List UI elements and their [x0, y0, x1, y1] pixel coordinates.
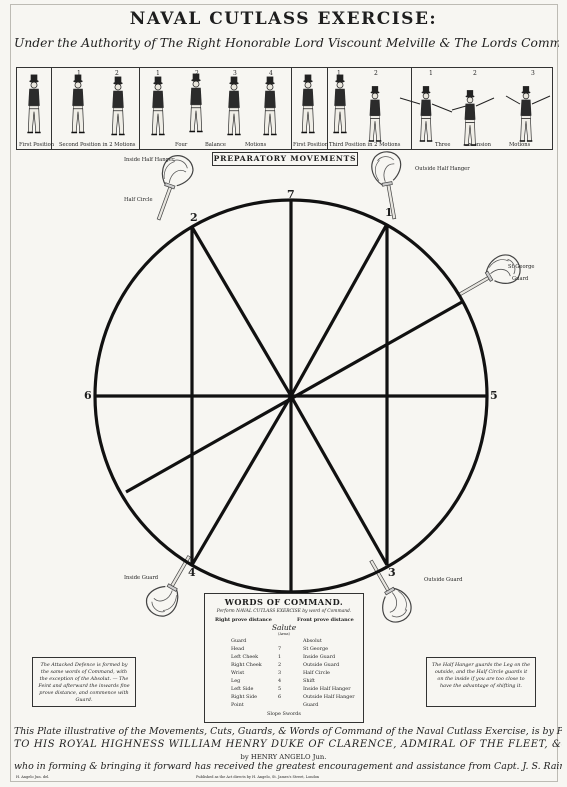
imprint-center: Published as the Act directs by H. Angel…: [196, 775, 319, 779]
figure-sailor: [189, 74, 202, 132]
cut-line-2-to-centre: [192, 227, 291, 396]
command-right: St George: [303, 646, 328, 652]
figure-sailor-lunge: [400, 86, 452, 141]
slope-swords: Slope Swords: [205, 711, 363, 717]
command-right: Inside Guard: [303, 654, 335, 660]
note-left: The Attacked Defence is formed by the sa…: [32, 657, 136, 707]
cut-number-4: 4: [188, 566, 196, 579]
command-num: 6: [278, 694, 281, 700]
note-right: The Half Hanger guards the Leg on the ou…: [426, 657, 536, 707]
command-right: Half Circle: [303, 670, 330, 676]
figure-sailor: [151, 77, 164, 135]
cut-line-3-to-centre: [291, 396, 387, 565]
command-num: 4: [278, 678, 281, 684]
command-right: Outside Guard: [303, 662, 339, 668]
words-of-command-subtitle: Perform NAVAL CUTLASS EXERCISE by word o…: [205, 609, 363, 614]
figure-sailor-lunge: [506, 86, 550, 141]
command-right: Outside Half Hanger: [303, 694, 355, 700]
command-left: Left Side: [231, 686, 253, 692]
imprint-left: H. Angelo Jun. del.: [16, 775, 49, 779]
figure-sailor: [71, 75, 84, 133]
command-right: Absolut: [303, 638, 322, 644]
cut-circle: [95, 200, 487, 592]
cut-number-7: 7: [287, 188, 295, 201]
figure-sailor: [27, 75, 40, 133]
command-right: Guard: [303, 702, 318, 708]
cut-line-4-to-centre: [192, 396, 291, 565]
figure-sailor: [111, 77, 124, 135]
dedication-line-2: TO HIS ROYAL HIGHNESS WILLIAM HENRY DUKE…: [14, 739, 562, 750]
label-inside-half-hanger: Inside Half Hanger: [124, 157, 174, 163]
label-outside-half-hanger: Outside Half Hanger: [415, 166, 470, 172]
preparatory-movements-label: PREPARATORY MOVEMENTS: [212, 152, 358, 166]
words-of-command-title: WORDS OF COMMAND.: [205, 597, 363, 607]
cut-number-1: 1: [385, 206, 393, 219]
figure-sailor: [369, 86, 382, 141]
command-num: 5: [278, 686, 281, 692]
figure-sailor: [263, 77, 276, 135]
dedication-line-1: This Plate illustrative of the Movements…: [14, 726, 562, 737]
command-left: Wrist: [231, 670, 244, 676]
figure-sailor: [301, 75, 314, 133]
figure-sailor: [333, 75, 346, 133]
label-st-george: St George: [508, 264, 535, 270]
command-num: 3: [278, 670, 281, 676]
label-inside-guard: Inside Guard: [124, 575, 158, 581]
words-of-command-box: WORDS OF COMMAND. Perform NAVAL CUTLASS …: [204, 593, 364, 723]
command-left: Point: [231, 702, 244, 708]
dedication-line-3: by HENRY ANGELO Jun.: [0, 753, 567, 761]
cut-number-6: 6: [84, 389, 92, 402]
figure-sailor-lunge: [452, 90, 494, 145]
command-right: Inside Half Hanger: [303, 686, 351, 692]
cut-number-2: 2: [190, 211, 198, 224]
command-num: 7: [278, 646, 281, 652]
command-left: Left Cheek: [231, 654, 258, 660]
salute-word: Salute: [205, 623, 363, 632]
command-left: Right Cheek: [231, 662, 262, 668]
label-half-circle: Half Circle: [124, 197, 153, 203]
label-outside-guard: Outside Guard: [424, 577, 462, 583]
command-left: Guard: [231, 638, 246, 644]
label-guard: Guard: [512, 276, 528, 282]
dedication-line-4: who in forming & bringing it forward has…: [14, 761, 562, 772]
salute-subtext: (Arms): [205, 632, 363, 636]
command-num: 2: [278, 662, 281, 668]
command-left: Head: [231, 646, 244, 652]
cut-number-5: 5: [490, 389, 498, 402]
command-right: Shift: [303, 678, 315, 684]
command-num: 1: [278, 654, 281, 660]
command-left: Leg: [231, 678, 240, 684]
command-left: Right Side: [231, 694, 257, 700]
cut-number-3: 3: [388, 566, 396, 579]
figure-sailor: [227, 77, 240, 135]
